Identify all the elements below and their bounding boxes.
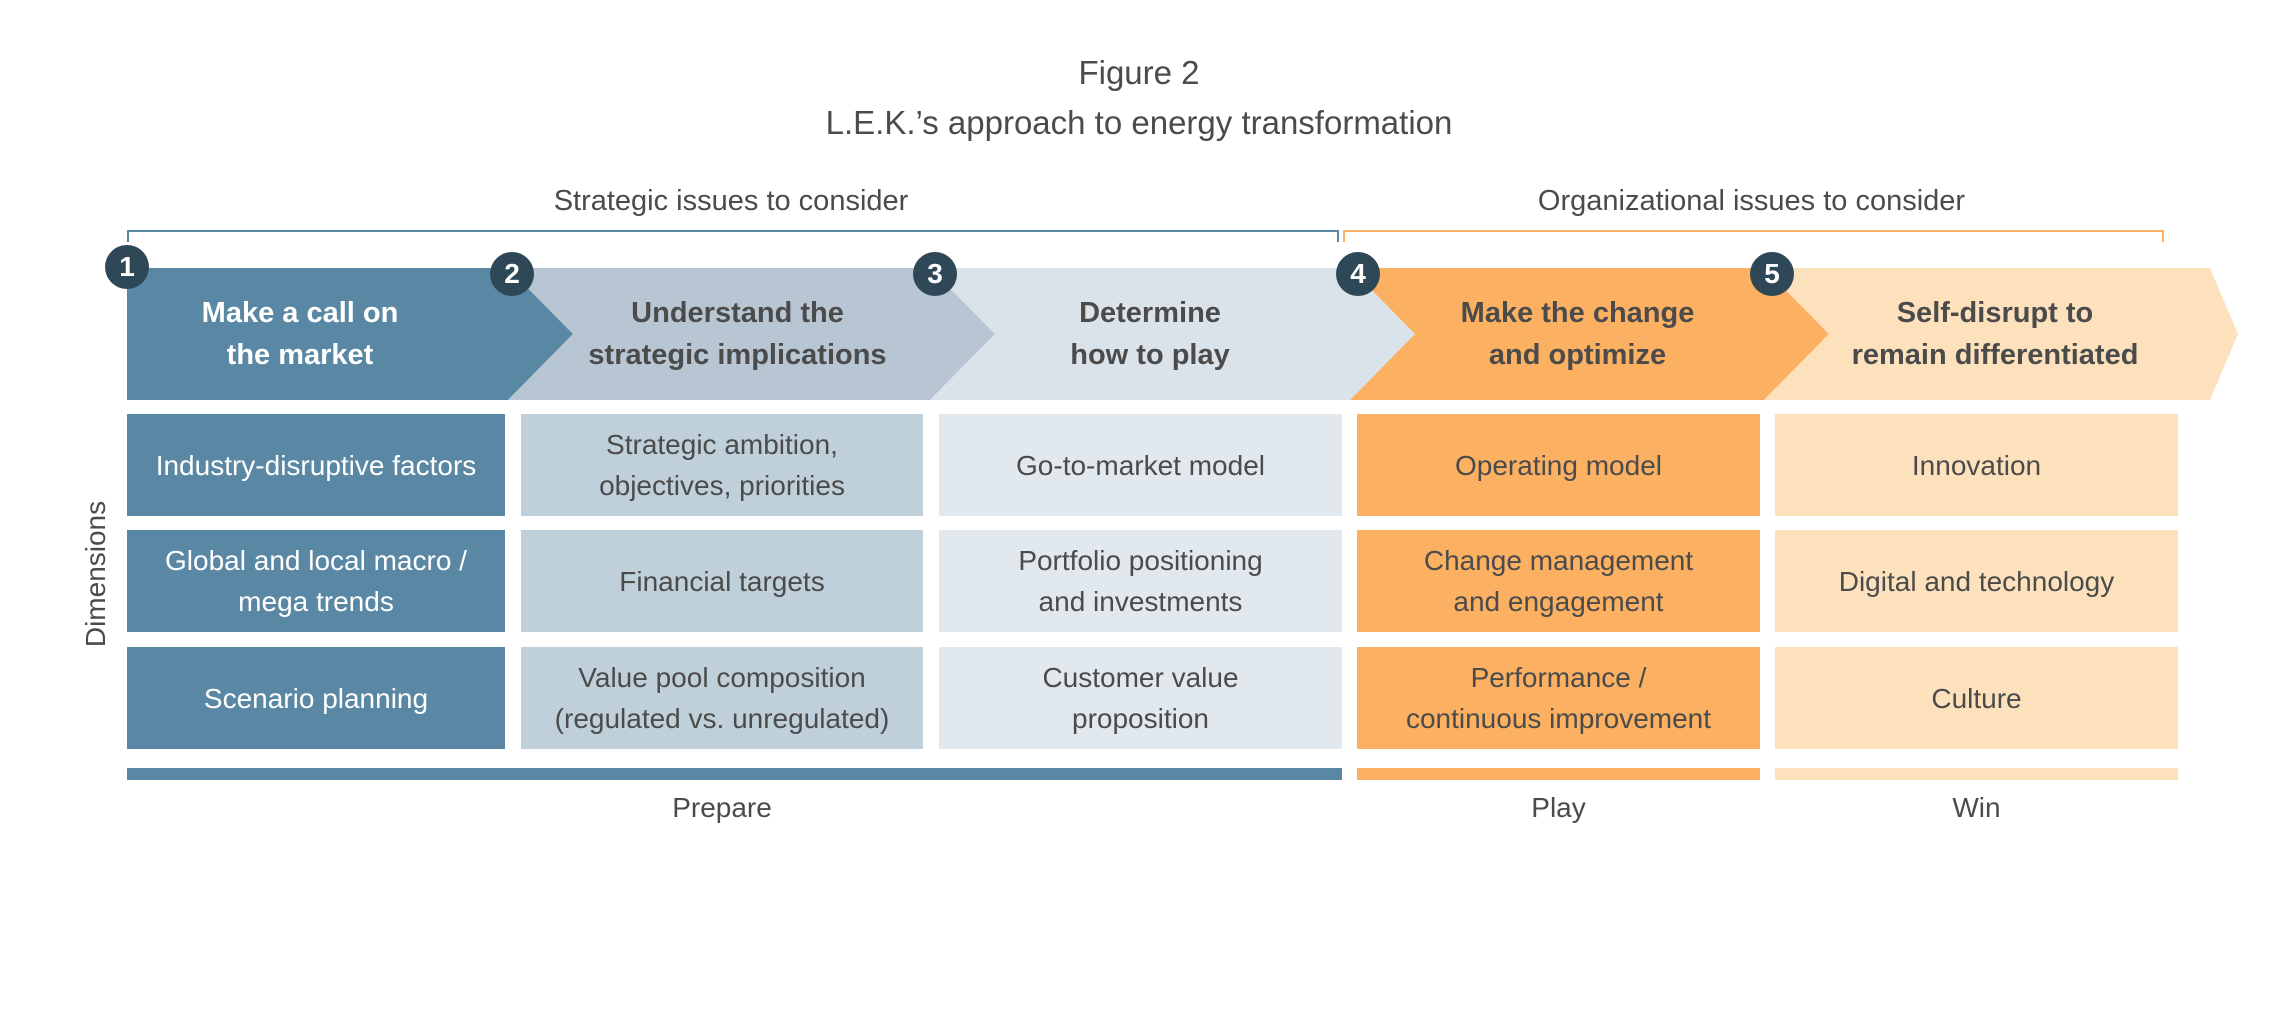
cell-change-row-1: Operating model bbox=[1357, 414, 1760, 516]
step-3-badge: 3 bbox=[913, 252, 957, 296]
play-phase-label: Play bbox=[1531, 792, 1586, 823]
step-2-label: Understand the strategic implications bbox=[560, 268, 915, 400]
cell-change-row-2: Change management and engagement bbox=[1357, 530, 1760, 632]
cell-market-row-3: Scenario planning bbox=[127, 647, 505, 749]
step-1-label: Make a call on the market bbox=[127, 268, 473, 400]
cell-line1: Industry-disruptive factors bbox=[155, 449, 477, 481]
cell-disrupt-row-2: Digital and technology bbox=[1775, 530, 2178, 632]
cell-line1: Operating model bbox=[1454, 449, 1662, 481]
step-1-label-line2: the market bbox=[226, 339, 374, 371]
step-5-chevron bbox=[1764, 268, 2238, 400]
cell-disrupt-row-3: Culture bbox=[1775, 647, 2178, 749]
cell-line1: Scenario planning bbox=[203, 682, 429, 714]
figure-number: Figure 2 bbox=[1078, 54, 1200, 91]
cell-line1: Innovation bbox=[1911, 449, 2042, 481]
cell-change-row-3: Performance / continuous improvement bbox=[1357, 647, 1760, 749]
win-phase-bar bbox=[1775, 768, 2178, 780]
cell-disrupt-row-1: Innovation bbox=[1775, 414, 2178, 516]
step-2-label-line1: Understand the bbox=[631, 297, 844, 329]
cell-line1: Culture bbox=[1931, 682, 2022, 714]
step-5-badge: 5 bbox=[1750, 252, 1794, 296]
cell-play-row-3: Customer value proposition bbox=[939, 647, 1342, 749]
step-2-label-line2: strategic implications bbox=[588, 339, 887, 371]
strategic-issues-label: Strategic issues to consider bbox=[553, 185, 909, 217]
cell-line2: mega trends bbox=[238, 586, 394, 617]
cell-implications-row-3: Value pool composition (regulated vs. un… bbox=[521, 647, 923, 749]
organizational-issues-label: Organizational issues to consider bbox=[1537, 185, 1966, 217]
step-4-badge: 4 bbox=[1336, 252, 1380, 296]
play-phase-bar bbox=[1357, 768, 1760, 780]
figure-title: L.E.K.’s approach to energy transformati… bbox=[825, 104, 1453, 141]
cell-play-row-2: Portfolio positioning and investments bbox=[939, 530, 1342, 632]
step-2-chevron bbox=[508, 268, 995, 400]
prepare-phase-bar bbox=[127, 768, 1342, 780]
cell-line1: Global and local macro / bbox=[165, 545, 467, 576]
cell-line1: Go-to-market model bbox=[1016, 449, 1265, 481]
step-2-badge: 2 bbox=[490, 252, 534, 296]
cell-play-row-1: Go-to-market model bbox=[939, 414, 1342, 516]
cell-implications-row-2: Financial targets bbox=[521, 530, 923, 632]
cell-line1: Portfolio positioning bbox=[1018, 545, 1263, 576]
cell-line1: Performance / bbox=[1470, 662, 1647, 693]
prepare-phase-label: Prepare bbox=[672, 792, 772, 823]
organizational-bracket bbox=[1343, 230, 2164, 242]
cell-line2: continuous improvement bbox=[1405, 703, 1712, 734]
step-3-label-line1: Determine bbox=[1079, 297, 1221, 329]
step-4-label-line2: and optimize bbox=[1488, 339, 1667, 371]
step-1-chevron bbox=[127, 268, 573, 400]
cell-line1: Financial targets bbox=[619, 565, 825, 597]
step-5-label-line1: Self-disrupt to bbox=[1896, 297, 2094, 329]
cell-line2: and engagement bbox=[1453, 586, 1664, 617]
cell-line1: Digital and technology bbox=[1838, 565, 2115, 597]
step-1-badge: 1 bbox=[105, 245, 149, 289]
step-4-chevron bbox=[1350, 268, 1829, 400]
cell-line2: and investments bbox=[1038, 586, 1243, 617]
strategic-bracket bbox=[127, 230, 1339, 242]
cell-line1: Strategic ambition, bbox=[606, 429, 838, 460]
cell-line2: proposition bbox=[1072, 703, 1209, 734]
cell-market-row-2: Global and local macro / mega trends bbox=[127, 530, 505, 632]
cell-line1: Customer value bbox=[1042, 662, 1239, 693]
step-3-chevron bbox=[930, 268, 1415, 400]
step-4-label: Make the change and optimize bbox=[1405, 268, 1750, 400]
step-4-label-line1: Make the change bbox=[1460, 297, 1695, 329]
cell-line2: (regulated vs. unregulated) bbox=[554, 703, 890, 734]
step-1-label-line1: Make a call on bbox=[201, 297, 399, 329]
step-3-label-line2: how to play bbox=[1070, 339, 1230, 371]
cell-line1: Value pool composition bbox=[578, 662, 866, 693]
dimensions-label: Dimensions bbox=[80, 500, 111, 648]
cell-implications-row-1: Strategic ambition, objectives, prioriti… bbox=[521, 414, 923, 516]
win-phase-label: Win bbox=[1952, 792, 2001, 823]
cell-line2: objectives, priorities bbox=[599, 470, 845, 501]
step-5-label-line2: remain differentiated bbox=[1851, 339, 2139, 371]
cell-market-row-1: Industry-disruptive factors bbox=[127, 414, 505, 516]
cell-line1: Change management bbox=[1423, 545, 1694, 576]
step-3-label: Determine how to play bbox=[985, 268, 1315, 400]
step-5-label: Self-disrupt to remain differentiated bbox=[1820, 268, 2170, 400]
